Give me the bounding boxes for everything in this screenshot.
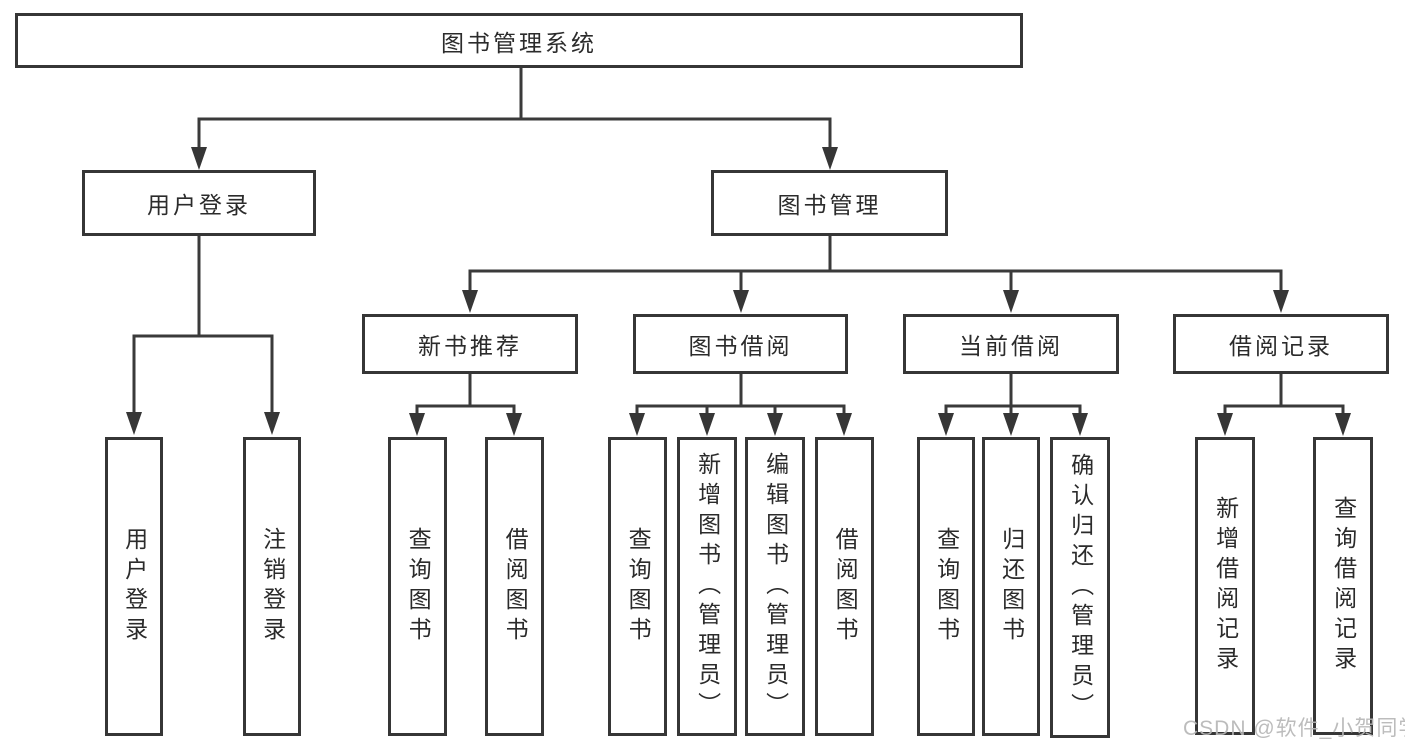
leaf-current-query-books: 查询图书 bbox=[917, 437, 975, 736]
leaf-add-books-admin: 新增图书（管理员） bbox=[677, 437, 737, 736]
leaf-newbook-query-books: 查询图书 bbox=[388, 437, 447, 736]
node-current-borrow-label: 当前借阅 bbox=[959, 333, 1063, 359]
node-book-borrow-label: 图书借阅 bbox=[688, 333, 793, 359]
node-root: 图书管理系统 bbox=[15, 13, 1023, 68]
leaf-edit-books-admin-label: 编辑图书（管理员） bbox=[762, 451, 789, 722]
leaf-logout: 注销登录 bbox=[243, 437, 301, 736]
leaf-query-borrow-record: 查询借阅记录 bbox=[1313, 437, 1373, 735]
leaf-borrow-query-books: 查询图书 bbox=[608, 437, 667, 736]
leaf-borrow-books: 借阅图书 bbox=[815, 437, 874, 736]
node-new-book-recommend: 新书推荐 bbox=[362, 314, 578, 374]
node-book-management: 图书管理 bbox=[711, 170, 948, 236]
leaf-user-login-label: 用户登录 bbox=[121, 526, 148, 647]
node-user-login: 用户登录 bbox=[82, 170, 316, 236]
leaf-borrow-books-label: 借阅图书 bbox=[832, 526, 859, 647]
arrowheads bbox=[126, 147, 1351, 436]
node-book-management-label: 图书管理 bbox=[777, 192, 882, 218]
node-book-borrow: 图书借阅 bbox=[633, 314, 848, 374]
leaf-confirm-return-admin-label: 确认归还（管理员） bbox=[1067, 452, 1094, 723]
leaf-add-books-admin-label: 新增图书（管理员） bbox=[694, 451, 721, 722]
node-borrow-records: 借阅记录 bbox=[1173, 314, 1389, 374]
leaf-edit-books-admin: 编辑图书（管理员） bbox=[745, 437, 805, 736]
node-root-label: 图书管理系统 bbox=[441, 29, 597, 56]
leaf-query-borrow-record-label: 查询借阅记录 bbox=[1330, 496, 1357, 676]
csdn-watermark: CSDN @软件_小贺同学 bbox=[1183, 717, 1405, 740]
leaf-logout-label: 注销登录 bbox=[259, 526, 286, 647]
node-current-borrow: 当前借阅 bbox=[903, 314, 1119, 374]
leaf-newbook-query-books-label: 查询图书 bbox=[405, 526, 432, 647]
connector-lines bbox=[132, 66, 1345, 418]
leaf-confirm-return-admin: 确认归还（管理员） bbox=[1050, 437, 1110, 738]
leaf-newbook-borrow-books-label: 借阅图书 bbox=[502, 526, 529, 647]
leaf-borrow-query-books-label: 查询图书 bbox=[625, 526, 652, 647]
leaf-current-query-books-label: 查询图书 bbox=[933, 526, 960, 647]
node-new-book-recommend-label: 新书推荐 bbox=[418, 333, 522, 359]
leaf-add-borrow-record-label: 新增借阅记录 bbox=[1212, 496, 1239, 676]
leaf-add-borrow-record: 新增借阅记录 bbox=[1195, 437, 1255, 735]
leaf-newbook-borrow-books: 借阅图书 bbox=[485, 437, 544, 736]
node-user-login-label: 用户登录 bbox=[147, 192, 251, 218]
node-borrow-records-label: 借阅记录 bbox=[1229, 333, 1333, 359]
leaf-user-login: 用户登录 bbox=[105, 437, 163, 736]
leaf-return-books-label: 归还图书 bbox=[998, 526, 1025, 647]
leaf-return-books: 归还图书 bbox=[982, 437, 1040, 736]
